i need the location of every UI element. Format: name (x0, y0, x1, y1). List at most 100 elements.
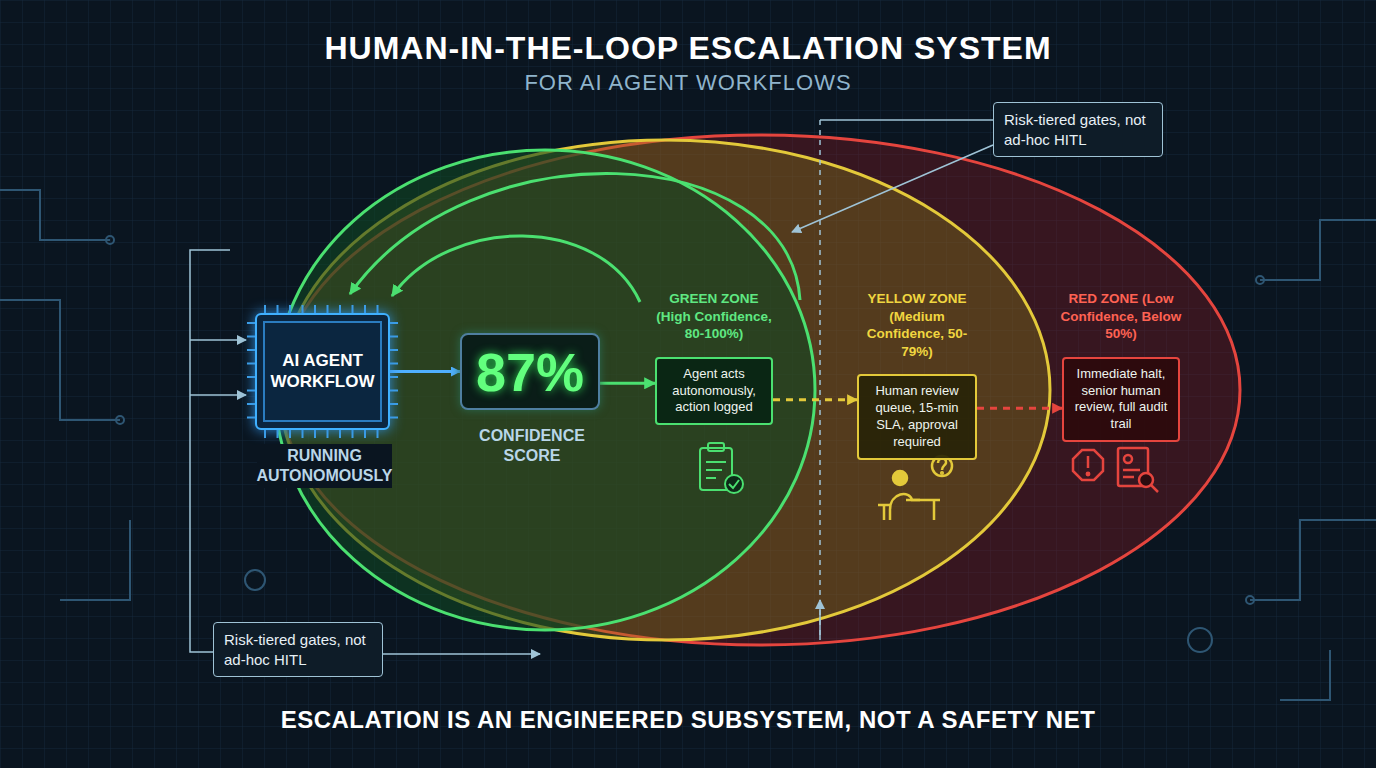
zone-heading: YELLOW ZONE (Medium Confidence, 50-79%) (854, 290, 980, 360)
chip-pin (247, 322, 255, 324)
score-label: CONFIDENCE SCORE (452, 426, 612, 466)
chip-pin (314, 305, 316, 313)
confidence-score-box: 87%CONFIDENCE SCORE (460, 333, 600, 410)
chip-pin (390, 390, 398, 392)
leader-line (792, 145, 993, 232)
chip-pin (390, 363, 398, 365)
chip-pin (327, 430, 329, 438)
chip-pin (390, 417, 398, 419)
chip-pin (247, 336, 255, 338)
zone-card: YELLOW ZONE (Medium Confidence, 50-79%) H… (857, 290, 977, 466)
chip-pin (277, 430, 279, 438)
chip-pin (364, 430, 366, 438)
chip-pin (390, 336, 398, 338)
input-arrow (190, 339, 246, 341)
chip-pin (377, 305, 379, 313)
input-arrow (190, 394, 246, 396)
circuit-trace (60, 520, 130, 600)
halt-icons (1073, 448, 1158, 492)
chip-pin (390, 403, 398, 405)
chip-pin (339, 430, 341, 438)
callout-text: Risk-tiered gates, not ad-hoc HITL (224, 630, 372, 669)
person-body (890, 494, 920, 510)
desk-chair (878, 500, 940, 520)
circuit-trace (1250, 520, 1376, 600)
chip-pin (390, 376, 398, 378)
leader-line (820, 119, 993, 121)
chip-pin (247, 349, 255, 351)
chip-pin (352, 305, 354, 313)
clipboard-icon (700, 443, 743, 493)
leader-lines (190, 120, 993, 654)
chip-pin (302, 305, 304, 313)
title: HUMAN-IN-THE-LOOP ESCALATION SYSTEM (0, 30, 1376, 67)
trace-pad (1246, 596, 1254, 604)
leader-line (190, 250, 230, 652)
trace-target (1188, 628, 1212, 652)
question-dot (941, 472, 943, 474)
document-avatar (1124, 455, 1132, 463)
document-lines (1123, 470, 1140, 477)
chip-pin (390, 322, 398, 324)
zone-heading: GREEN ZONE (High Confidence, 80-100%) (652, 290, 776, 343)
check-mark (729, 480, 739, 488)
callout-box: Risk-tiered gates, not ad-hoc HITL (213, 622, 383, 677)
agent-chip: AI AGENT WORKFLOWRUNNING AUTONOMOUSLY (255, 313, 390, 430)
trace-target (245, 570, 265, 590)
gate-line (819, 120, 821, 640)
clipboard-clip (708, 443, 724, 451)
trace-pad (106, 236, 114, 244)
chip-pin (377, 430, 379, 438)
circuit-trace (1260, 220, 1376, 280)
trace-pad (116, 416, 124, 424)
chip-pin (264, 430, 266, 438)
chip-pin (247, 390, 255, 392)
magnifier-lens (1139, 473, 1153, 487)
person-head (893, 471, 907, 485)
circuit-trace (0, 300, 120, 420)
flow-arrow (390, 370, 460, 373)
chip-pin (247, 417, 255, 419)
chip-caption: RUNNING AUTONOMOUSLY (242, 446, 407, 486)
chip-pin (364, 305, 366, 313)
chip-pin (314, 430, 316, 438)
zone-action-box: Human review queue, 15-min SLA, approval… (857, 374, 977, 460)
chip-pin (247, 403, 255, 405)
zone-action-box: Agent acts autonomously, action logged (655, 357, 773, 426)
chip-pin (289, 305, 291, 313)
check-circle (725, 475, 743, 493)
zone-card: RED ZONE (Low Confidence, Below 50%) Imme… (1062, 290, 1180, 448)
chip-pin (247, 363, 255, 365)
chip-title: AI AGENT WORKFLOW (271, 351, 375, 392)
chip-pin (247, 376, 255, 378)
question-mark (938, 459, 946, 471)
zone-heading: RED ZONE (Low Confidence, Below 50%) (1059, 290, 1183, 343)
loop-arrow (392, 236, 640, 302)
exclamation-dot (1087, 473, 1089, 475)
chip-pin (327, 305, 329, 313)
flow-arrow (600, 382, 655, 385)
flow-arrow (773, 398, 857, 401)
reviewer-icon (878, 456, 952, 520)
chip-pin (264, 305, 266, 313)
callout-box: Risk-tiered gates, not ad-hoc HITL (993, 102, 1163, 157)
magnifier-handle (1151, 485, 1158, 492)
subtitle: FOR AI AGENT WORKFLOWS (0, 70, 1376, 96)
stop-octagon (1073, 450, 1103, 480)
zone-card: GREEN ZONE (High Confidence, 80-100%) Age… (655, 290, 773, 431)
trace-pad (1256, 276, 1264, 284)
exclamation-bar (1087, 456, 1090, 468)
score-value: 87% (476, 345, 584, 399)
circuit-trace (0, 190, 110, 240)
zone-action-box: Immediate halt, senior human review, ful… (1062, 357, 1180, 443)
gate-arrow (819, 600, 821, 640)
caption: ESCALATION IS AN ENGINEERED SUBSYSTEM, N… (0, 706, 1376, 734)
chip-pin (302, 430, 304, 438)
chip-pin (289, 430, 291, 438)
loop-arrow (350, 173, 800, 300)
leader-line (383, 653, 540, 655)
chip-pin (352, 430, 354, 438)
callout-text: Risk-tiered gates, not ad-hoc HITL (1004, 110, 1152, 149)
